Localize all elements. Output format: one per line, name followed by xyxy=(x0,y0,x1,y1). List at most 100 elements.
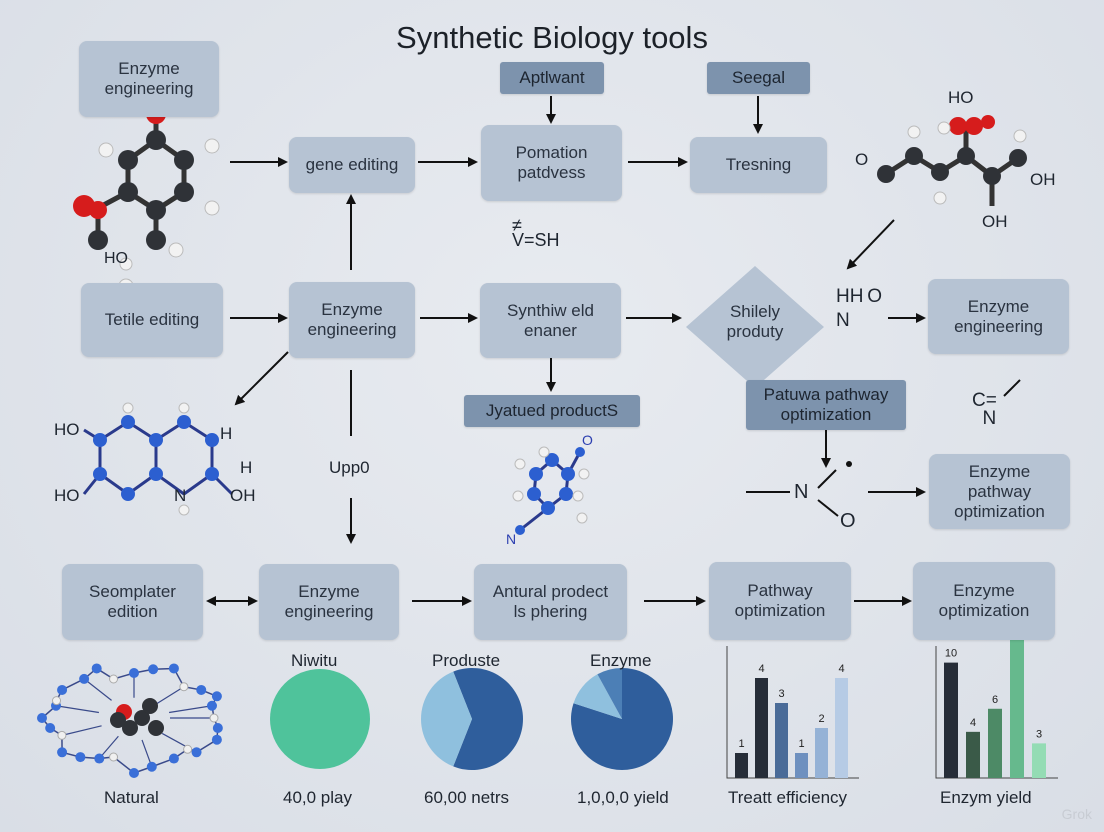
box-tetile-editing[interactable]: Tetile editing xyxy=(81,283,223,357)
atom xyxy=(146,761,157,772)
atom-label: HO xyxy=(54,420,80,439)
bar xyxy=(815,728,828,778)
box-enzyme-engineering-mid[interactable]: Enzyme engineering xyxy=(289,282,415,358)
bar xyxy=(1032,743,1046,778)
box-jyatued-products[interactable]: Jyatued productS xyxy=(464,395,640,427)
atom xyxy=(94,753,105,764)
box-seomplater-edition[interactable]: Seomplater edition xyxy=(62,564,203,640)
box-patuwa-pathway-optimization[interactable]: Patuwa pathway optimization xyxy=(746,380,906,430)
box-pathway-optimization[interactable]: Pathway optimization xyxy=(709,562,851,640)
atom xyxy=(211,734,222,745)
atom xyxy=(168,663,179,674)
pie-slice xyxy=(573,674,622,719)
atom xyxy=(91,663,102,674)
label-n-o-oxygen: O xyxy=(840,510,856,532)
atom xyxy=(45,723,56,734)
box-antural-prodect[interactable]: Antural prodect ls phering xyxy=(474,564,627,640)
box-enzyme-engineering-top-left[interactable]: Enzyme engineering xyxy=(79,41,219,117)
atom-label: OH xyxy=(1030,170,1056,189)
atom-label: HO xyxy=(54,486,80,505)
atom-label: H xyxy=(240,458,253,477)
bar-value-label: 4 xyxy=(758,663,764,675)
atom xyxy=(75,752,86,763)
molecule-natural xyxy=(37,663,223,778)
bar-value-label: 6 xyxy=(992,694,998,706)
bar1-caption: Treatt efficiency xyxy=(728,788,848,807)
no-radical-dot xyxy=(846,461,852,467)
atom xyxy=(79,673,90,684)
molecule-top-left xyxy=(73,104,220,294)
atom-label: OH xyxy=(982,212,1008,231)
pie-slice xyxy=(597,668,622,719)
bar xyxy=(1010,639,1024,778)
atom xyxy=(142,698,158,714)
bar-value-label: 4 xyxy=(838,663,844,675)
atom-label: H xyxy=(220,424,233,443)
box-aptlwant[interactable]: Aptlwant xyxy=(500,62,604,94)
bar-value-label: 2 xyxy=(818,713,824,725)
no-bond-up xyxy=(817,469,837,489)
atom-label: N xyxy=(506,531,517,547)
atom xyxy=(211,691,222,702)
atom-label: OH xyxy=(230,486,256,505)
bar-value-label: 3 xyxy=(1036,728,1042,740)
label-upp0: Upp0 xyxy=(329,458,370,477)
atom xyxy=(183,744,193,754)
bar-value-label: 3 xyxy=(778,688,784,700)
bar xyxy=(735,753,748,778)
box-synthiw-eld-enaner[interactable]: Synthiw eld enaner xyxy=(480,283,621,358)
bar-value-label: 1 xyxy=(738,738,744,750)
label-hho-n: HH O N xyxy=(836,286,883,331)
diamond-label: Shilely produty xyxy=(726,302,784,341)
atom-label: O xyxy=(582,432,593,448)
atom xyxy=(57,730,67,740)
pie-slice xyxy=(421,671,472,767)
atom xyxy=(52,696,62,706)
box-pomation-patdvess[interactable]: Pomation patdvess xyxy=(481,125,622,201)
pie3-title: Enzyme xyxy=(590,651,652,670)
bond xyxy=(169,705,213,714)
bar xyxy=(835,678,848,778)
box-tresning[interactable]: Tresning xyxy=(690,137,827,193)
bond xyxy=(83,678,112,701)
atom xyxy=(212,723,223,734)
atom xyxy=(196,684,207,695)
pie-slice xyxy=(453,668,524,770)
decision-shilely-produty[interactable]: Shilely produty xyxy=(684,264,826,390)
molecule-mid xyxy=(512,446,590,535)
pie1-title: Niwitu xyxy=(291,651,338,670)
charts-layer: 1431241046123 xyxy=(270,625,1058,779)
caption-natural: Natural xyxy=(104,788,159,807)
bar2-caption: Enzym yield xyxy=(940,788,1032,807)
box-enzyme-optimization[interactable]: Enzyme optimization xyxy=(913,562,1055,640)
bar xyxy=(755,678,768,778)
box-enzyme-engineering-right[interactable]: Enzyme engineering xyxy=(928,279,1069,354)
label-formula-vsh: ≠ V=SH xyxy=(512,215,560,250)
watermark: Grok xyxy=(1061,806,1092,822)
bar xyxy=(775,703,788,778)
bond xyxy=(156,686,185,705)
bar-value-label: 10 xyxy=(945,648,957,660)
pie2-caption: 60,00 netrs xyxy=(424,788,510,807)
bar xyxy=(795,753,808,778)
box-gene-editing[interactable]: gene editing xyxy=(289,137,415,193)
atom xyxy=(206,700,217,711)
atom xyxy=(110,712,126,728)
diamond-shape xyxy=(686,266,824,388)
cn-bond xyxy=(1003,379,1021,397)
atom xyxy=(109,674,119,684)
atom xyxy=(122,720,138,736)
page-title: Synthetic Biology tools xyxy=(396,20,708,55)
no-bond-down xyxy=(817,499,839,517)
box-enzyme-engineering-bottom[interactable]: Enzyme engineering xyxy=(259,564,399,640)
pie2-title: Produste xyxy=(432,651,501,670)
box-enzyme-pathway-optimization[interactable]: Enzyme pathway optimization xyxy=(929,454,1070,529)
atom xyxy=(57,684,68,695)
box-seegal[interactable]: Seegal xyxy=(707,62,810,94)
bar-value-label: 4 xyxy=(970,717,976,729)
atom xyxy=(168,753,179,764)
bar xyxy=(944,662,958,778)
atom xyxy=(37,713,47,723)
